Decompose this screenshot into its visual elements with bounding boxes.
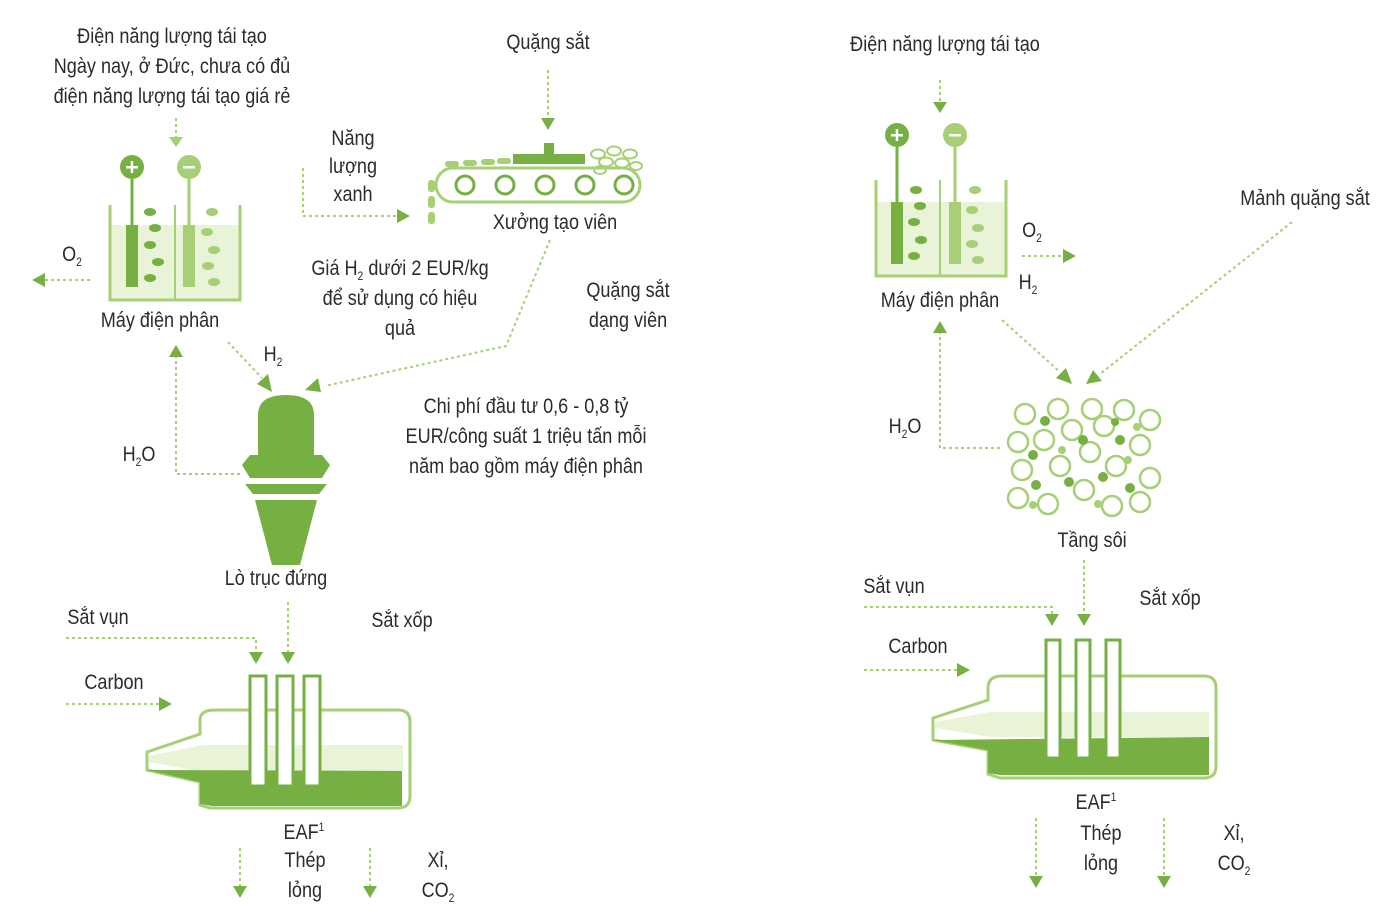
arrow-h2-to-furnace: [227, 341, 272, 392]
label-h2-price-3: quả: [384, 317, 416, 340]
label-pellet-plant: Xưởng tạo viên: [492, 211, 618, 234]
arrow-slag-output: [363, 848, 377, 898]
label-eaf-right: EAF1: [1075, 790, 1117, 814]
arrow-renewable-to-electrolyzer: [169, 118, 183, 147]
label-steel-2-right: lỏng: [1083, 852, 1119, 875]
label-pellet-ore-2: dạng viên: [588, 309, 668, 332]
arrow-pellets-to-furnace: [305, 239, 551, 392]
label-steel-2: lỏng: [287, 879, 323, 902]
label-green-energy-3: xanh: [333, 183, 373, 206]
label-pellet-ore-1: Quặng sắt: [586, 279, 670, 302]
label-shaft-furnace: Lò trục đứng: [224, 567, 328, 590]
label-cost-2: EUR/công suất 1 triệu tấn mỗi: [405, 425, 647, 448]
label-eaf: EAF1: [283, 820, 325, 844]
label-scrap: Sắt vụn: [67, 606, 129, 629]
pellet-plant-icon: [428, 143, 643, 224]
label-h2-price-2: để sử dụng có hiệu: [322, 287, 478, 310]
label-steel-1-right: Thép: [1080, 822, 1122, 845]
arrow-steel-output-right: [1029, 818, 1043, 888]
label-fluidized-bed: Tầng sôi: [1057, 529, 1127, 552]
arrow-renewable-to-electrolyzer-right: [933, 80, 947, 113]
label-h2o-left: H2O: [122, 443, 156, 469]
label-cost-1: Chi phí đầu tư 0,6 - 0,8 tỷ: [423, 395, 629, 418]
arrow-water-recycle-right: [933, 321, 1000, 449]
label-iron-ore: Quặng sắt: [506, 31, 590, 54]
arrow-h2-to-bed: [1001, 319, 1072, 384]
label-cost-3: năm bao gồm máy điện phân: [409, 455, 643, 478]
electrolyzer-icon-right: [874, 123, 1008, 278]
label-h2-price-1: Giá H2 dưới 2 EUR/kg: [311, 257, 489, 283]
label-sponge-iron-right: Sắt xốp: [1139, 587, 1201, 610]
label-h2o-right: H2O: [888, 415, 922, 441]
label-slag-right: Xỉ,: [1223, 822, 1245, 845]
label-green-energy-2: lượng: [328, 155, 378, 178]
electrolyzer-icon: [108, 155, 242, 302]
arrow-o2-out: [32, 273, 90, 287]
eaf-furnace-icon-right: [931, 638, 1218, 780]
label-steel-1: Thép: [284, 849, 326, 872]
label-carbon-right: Carbon: [888, 635, 948, 658]
eaf-furnace-icon: [145, 674, 412, 810]
label-h2-left: H2: [263, 343, 283, 369]
shaft-furnace-icon: [242, 395, 330, 565]
label-renewable-title: Điện năng lượng tái tạo: [77, 25, 267, 48]
label-carbon: Carbon: [84, 671, 144, 694]
label-sponge-iron: Sắt xốp: [371, 609, 433, 632]
arrow-green-energy: [302, 168, 410, 223]
arrow-slag-output-right: [1157, 818, 1171, 888]
label-co2-right: CO2: [1217, 852, 1251, 878]
arrow-sponge-iron: [281, 602, 295, 664]
arrow-carbon-right: [864, 663, 970, 677]
label-scrap-right: Sắt vụn: [863, 575, 925, 598]
arrow-scrap-right: [864, 606, 1059, 626]
label-ore-fines: Mảnh quặng sắt: [1240, 187, 1370, 210]
label-green-energy-1: Năng: [331, 127, 375, 150]
arrow-scrap: [66, 637, 263, 664]
arrow-carbon: [66, 697, 172, 711]
label-renewable-note-1: Ngày nay, ở Đức, chưa có đủ: [53, 55, 291, 78]
arrow-iron-ore: [541, 70, 555, 130]
label-renewable-note-2: điện năng lượng tái tạo giá rẻ: [53, 85, 291, 108]
label-o2-right: O2: [1022, 219, 1042, 245]
arrow-steel-output: [233, 848, 247, 898]
label-electrolyzer: Máy điện phân: [100, 309, 220, 332]
label-co2-left: CO2: [421, 879, 455, 905]
label-o2-left: O2: [62, 243, 82, 269]
arrow-o2-out-right: [1022, 249, 1076, 263]
arrow-sponge-iron-right: [1077, 560, 1091, 626]
arrow-water-recycle: [169, 345, 240, 475]
label-renewable-title-right: Điện năng lượng tái tạo: [850, 33, 1040, 56]
fluidized-bed-icon: [1006, 397, 1162, 518]
label-slag: Xỉ,: [427, 849, 449, 872]
label-electrolyzer-right: Máy điện phân: [880, 289, 1000, 312]
arrow-ore-fines-to-bed: [1086, 221, 1293, 384]
label-h2-right: H2: [1018, 271, 1038, 297]
